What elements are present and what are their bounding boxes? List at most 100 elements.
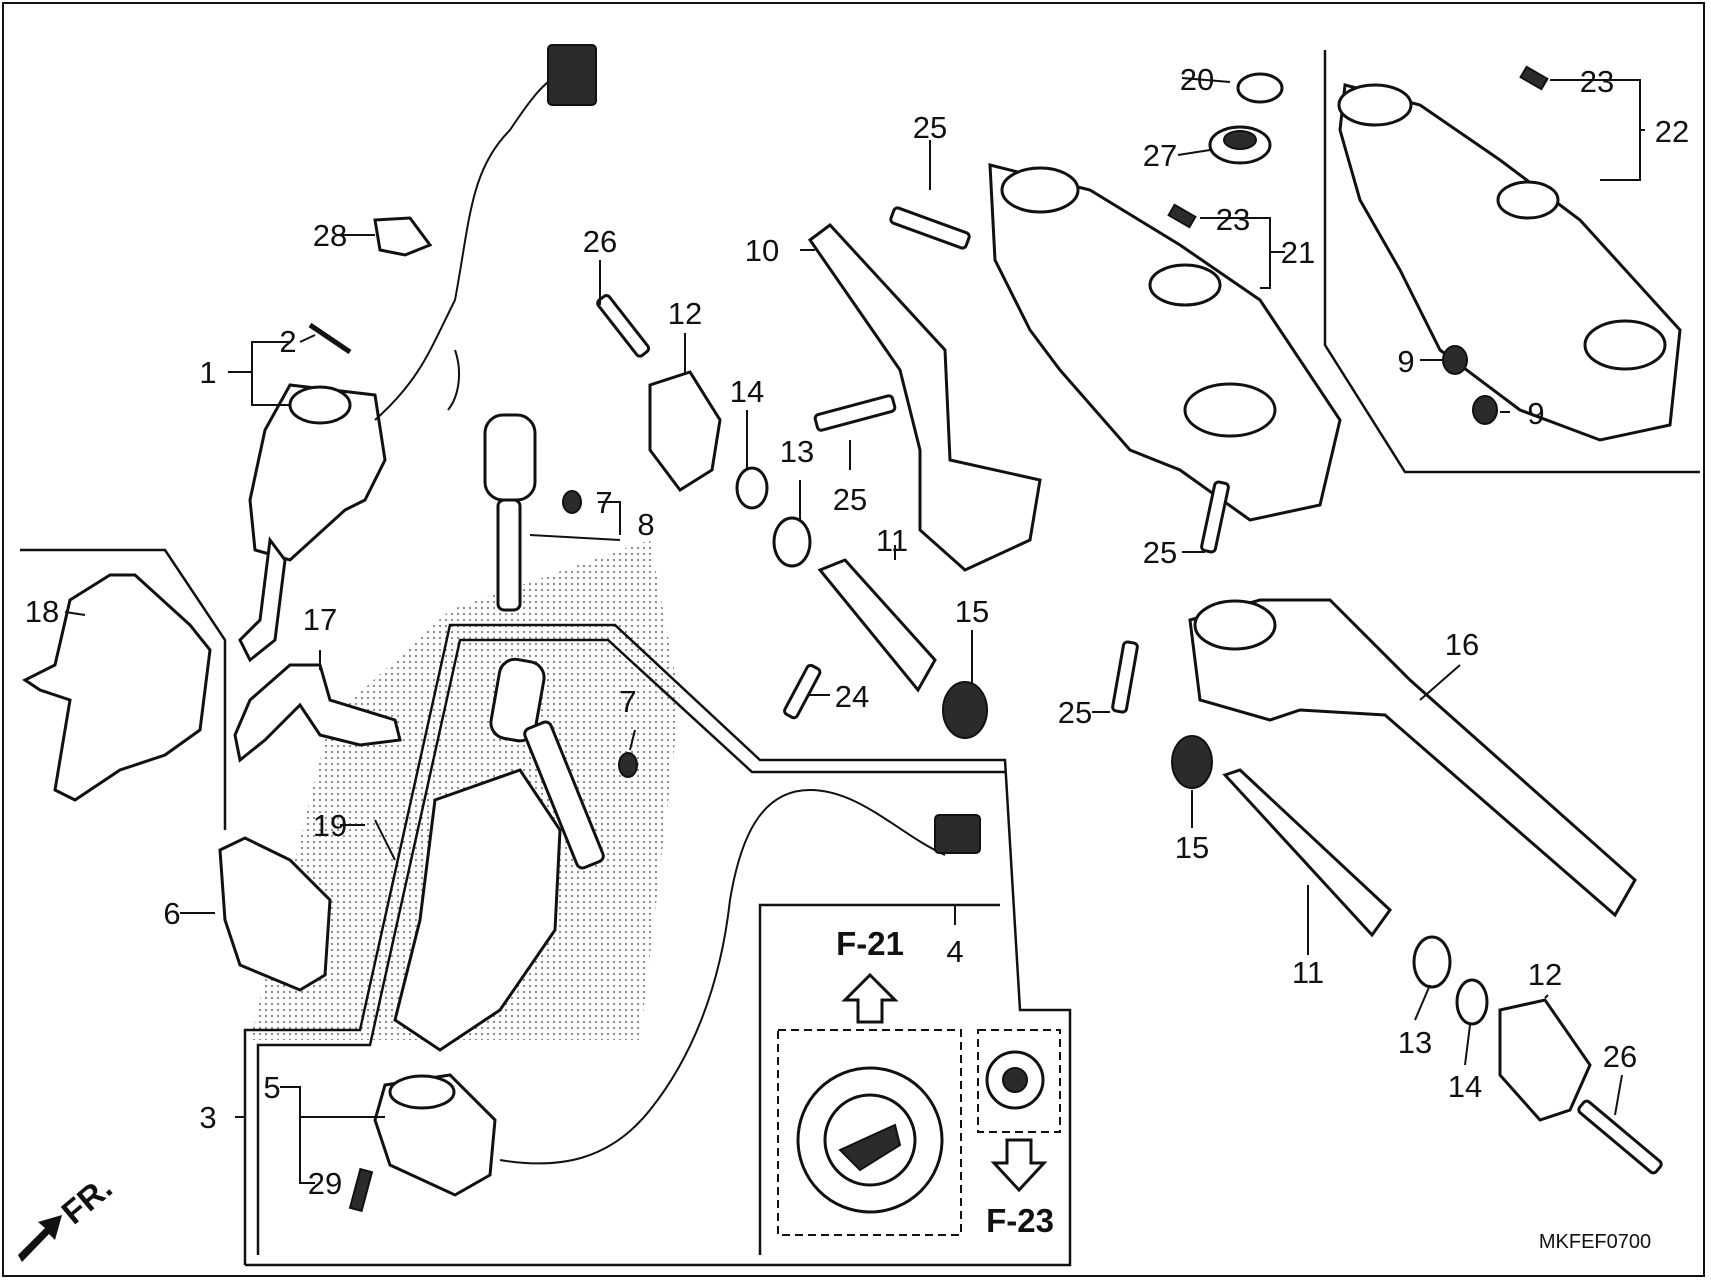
key-8 xyxy=(483,413,537,612)
callout-13-right: 13 xyxy=(1398,1025,1432,1060)
top-bridge-22-hole-a xyxy=(1337,83,1413,127)
callout-11-left: 11 xyxy=(876,523,908,558)
group-outline-3-inner xyxy=(256,638,1005,1255)
callout-7-upper: 7 xyxy=(595,485,612,520)
cap-9-upper xyxy=(1442,345,1468,375)
callout-25-right-upper: 25 xyxy=(1143,535,1177,570)
front-arrow-icon xyxy=(18,1215,62,1262)
collar-14-right xyxy=(1455,978,1489,1026)
callout-23-upper: 23 xyxy=(1580,64,1614,99)
emblem-23-upper xyxy=(1519,65,1549,91)
cap-9-lower xyxy=(1472,395,1498,425)
callout-labels: 1 2 3 4 5 6 7 7 8 9 9 10 11 11 12 12 13 … xyxy=(25,62,1689,1201)
front-label: FR. xyxy=(54,1169,119,1232)
callout-14-left: 14 xyxy=(730,374,764,409)
callout-28: 28 xyxy=(313,218,347,253)
callout-15-left: 15 xyxy=(955,594,989,629)
callout-29: 29 xyxy=(308,1166,342,1201)
washer-7-lower xyxy=(618,752,638,778)
callout-25-right-lower: 25 xyxy=(1058,695,1092,730)
f21-dashed-box xyxy=(777,1029,962,1236)
bar-end-12-left xyxy=(648,370,722,493)
nut-15-right xyxy=(1171,735,1213,789)
fuel-cap-lever xyxy=(838,1123,902,1172)
callout-9-lower: 9 xyxy=(1527,396,1544,431)
callout-15-right: 15 xyxy=(1175,830,1209,865)
grommet-27-inner xyxy=(1223,130,1257,150)
callout-3: 3 xyxy=(199,1100,216,1135)
ring-13-left xyxy=(772,516,812,568)
top-bridge-22-hole-b xyxy=(1583,319,1667,371)
bracket-18 xyxy=(22,573,212,802)
callout-27: 27 xyxy=(1143,138,1177,173)
callout-17: 17 xyxy=(303,602,337,637)
screw-24 xyxy=(783,663,822,720)
key-inner xyxy=(489,657,605,870)
pin-2 xyxy=(308,322,352,355)
callout-5: 5 xyxy=(263,1070,280,1105)
callout-26-left: 26 xyxy=(583,224,617,259)
bolt-25-right-lower xyxy=(1111,640,1139,714)
arrow-up-f21 xyxy=(841,972,899,1024)
group-outline-3 xyxy=(243,623,1072,1267)
handlebar-16 xyxy=(1188,598,1637,918)
arrow-down-f23 xyxy=(990,1138,1048,1193)
ref-f23: F-23 xyxy=(986,1202,1054,1239)
diagram-code: MKFEF0700 xyxy=(1539,1231,1651,1253)
callout-13-left: 13 xyxy=(780,434,814,469)
callout-21: 21 xyxy=(1281,235,1315,270)
collar-14-left xyxy=(735,466,769,510)
callout-18: 18 xyxy=(25,594,59,629)
cable-4 xyxy=(499,788,946,1165)
top-bridge-22 xyxy=(1338,83,1682,442)
callout-24: 24 xyxy=(835,679,869,714)
callout-7-lower: 7 xyxy=(619,684,636,719)
top-bridge-21-hole-c xyxy=(1148,263,1222,307)
callout-12-left: 12 xyxy=(668,296,702,331)
plug-20 xyxy=(1236,72,1284,104)
seat-lock-core xyxy=(1002,1067,1028,1093)
callout-8: 8 xyxy=(637,507,654,542)
bolt-25-right-upper xyxy=(1200,480,1230,554)
f23-dashed-box xyxy=(977,1029,1061,1133)
callout-12-right: 12 xyxy=(1528,957,1562,992)
nut-15-left xyxy=(942,681,988,739)
ignition-switch-unit xyxy=(238,44,597,663)
group-outline-4 xyxy=(758,903,1000,1255)
grip-tube-11-right xyxy=(1222,768,1392,938)
group-outline-18 xyxy=(20,548,227,830)
callout-14-right: 14 xyxy=(1448,1069,1482,1104)
callout-26-right: 26 xyxy=(1603,1039,1637,1074)
bolt-26-right xyxy=(1577,1099,1663,1175)
top-bridge-21 xyxy=(988,163,1342,522)
callout-16: 16 xyxy=(1445,627,1479,662)
sensor-5-face xyxy=(388,1074,456,1110)
callout-2: 2 xyxy=(279,324,296,359)
callout-23-middle: 23 xyxy=(1216,202,1250,237)
ring-13-right xyxy=(1412,935,1452,989)
clip-28 xyxy=(373,216,433,257)
emblem-23-middle xyxy=(1167,203,1197,229)
callout-25-top: 25 xyxy=(913,110,947,145)
handlebar-10 xyxy=(807,222,1042,572)
bolt-25-top xyxy=(889,206,971,250)
ignition-cylinder xyxy=(393,768,562,1052)
leader-lines xyxy=(64,77,1645,1184)
group-outline-22 xyxy=(1323,50,1700,474)
callout-1: 1 xyxy=(199,355,216,390)
top-bridge-22-hole-c xyxy=(1496,180,1560,220)
callout-25-left: 25 xyxy=(833,482,867,517)
callout-9-upper: 9 xyxy=(1397,344,1414,379)
callout-4: 4 xyxy=(946,934,963,969)
screw-29 xyxy=(348,1167,374,1213)
callout-6: 6 xyxy=(163,896,180,931)
callout-20: 20 xyxy=(1180,62,1214,97)
switch-6 xyxy=(218,836,332,992)
bolt-26-left xyxy=(596,294,651,358)
top-bridge-21-hole-b xyxy=(1183,382,1277,438)
top-bridge-21-hole-a xyxy=(1000,166,1080,214)
handlebar-16-clamp xyxy=(1193,599,1277,651)
connector-4 xyxy=(934,814,981,854)
grip-tube-11-left xyxy=(817,558,937,693)
